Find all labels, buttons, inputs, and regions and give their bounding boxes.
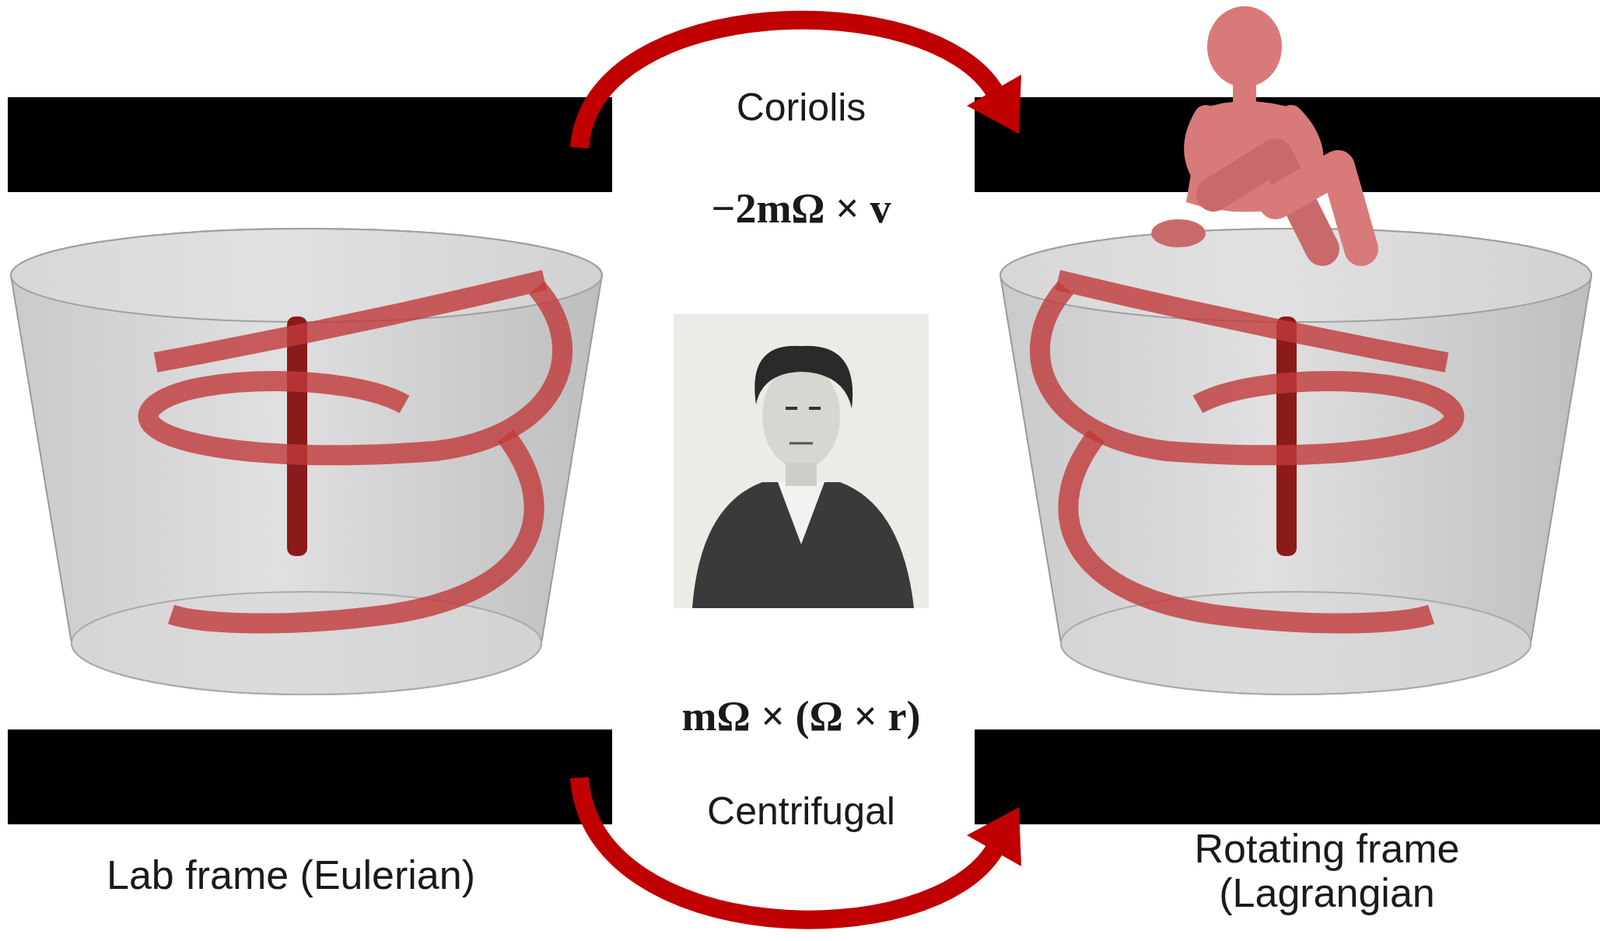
- curved-arrow: [579, 20, 996, 148]
- force-name: Centrifugal: [707, 790, 896, 834]
- sitting-figure: [1151, 6, 1362, 249]
- black-bar: [7, 729, 613, 825]
- frame-caption: Lab frame (Eulerian): [106, 853, 476, 898]
- lab-bucket: [10, 228, 603, 695]
- formula: mΩ × (Ω × r): [682, 693, 921, 740]
- formula: −2mΩ × v: [711, 185, 892, 232]
- portrait: [673, 314, 929, 609]
- arrow-head: [966, 74, 1022, 134]
- black-bar: [974, 729, 1600, 825]
- curved-arrow: [579, 777, 996, 921]
- black-bar: [7, 97, 613, 193]
- rotating-bucket: [1000, 228, 1592, 695]
- frame-caption: Rotating frame (Lagrangian: [1144, 826, 1510, 916]
- force-name: Coriolis: [736, 86, 867, 130]
- arrow-head: [966, 807, 1022, 867]
